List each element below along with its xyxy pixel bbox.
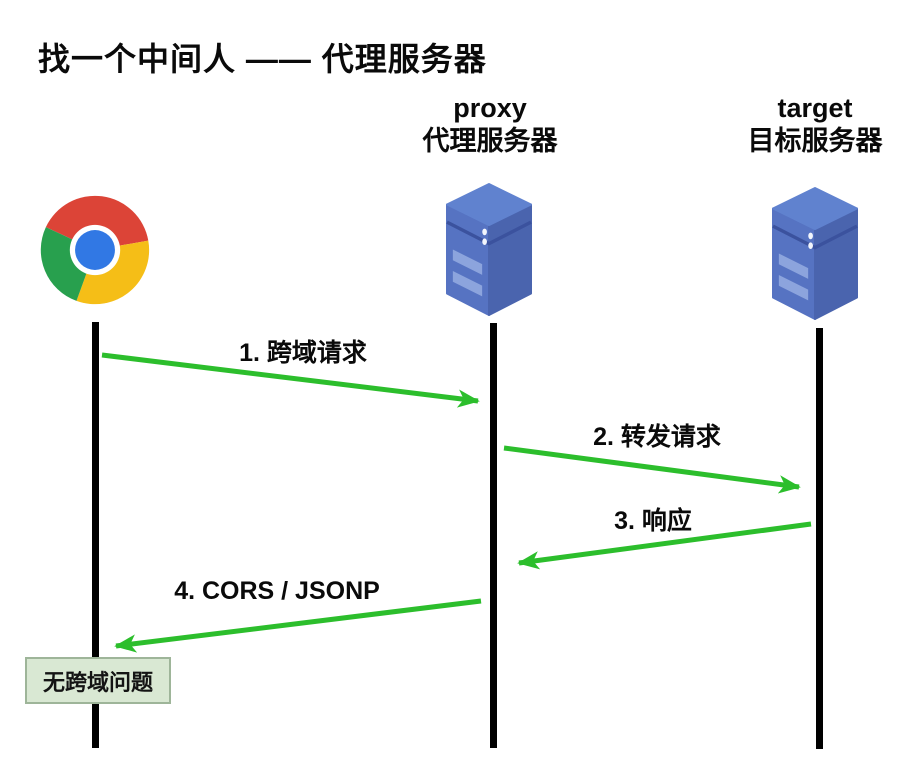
- chrome-browser-icon: [38, 193, 152, 307]
- actor-label-proxy: proxy 代理服务器: [380, 92, 600, 158]
- server-icon-target: [772, 187, 858, 320]
- note-badge-no-cross-origin: 无跨域问题: [25, 657, 171, 704]
- arrow-2-forward-request: [503, 445, 801, 494]
- actor-subtitle-target: 目标服务器: [747, 126, 883, 156]
- page-title: 找一个中间人 —— 代理服务器: [38, 41, 487, 77]
- arrow-4-cors-jsonp: [114, 598, 482, 653]
- actor-name-target: target: [777, 93, 853, 123]
- actor-subtitle-proxy: 代理服务器: [422, 126, 558, 156]
- actor-name-proxy: proxy: [453, 93, 527, 123]
- message-label-1: 1. 跨域请求: [239, 339, 367, 367]
- message-label-3: 3. 响应: [614, 507, 692, 535]
- server-icon-proxy: [446, 183, 532, 316]
- actor-label-target: target 目标服务器: [705, 92, 919, 158]
- lifeline-proxy: [490, 323, 497, 748]
- message-label-2: 2. 转发请求: [593, 423, 721, 451]
- lifeline-target: [816, 328, 823, 749]
- lifeline-browser: [92, 322, 99, 748]
- message-label-4: 4. CORS / JSONP: [174, 577, 380, 605]
